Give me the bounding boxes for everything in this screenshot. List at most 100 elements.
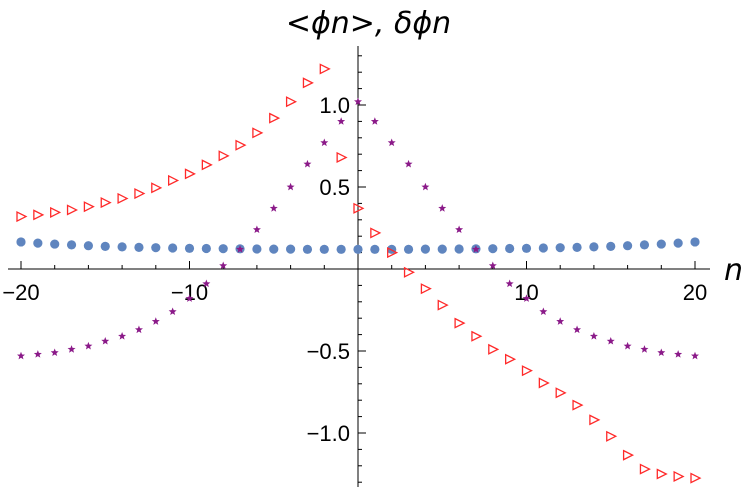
triangle-point (420, 283, 432, 295)
y-tick-label: 0.5 (319, 175, 350, 200)
circle-point (690, 237, 700, 247)
star-point (50, 348, 59, 357)
star-point (488, 261, 497, 270)
star-point (269, 204, 278, 212)
triangle-point (353, 202, 365, 214)
star-point (589, 332, 598, 340)
star-point (539, 307, 548, 316)
triangle-point (639, 463, 651, 475)
triangle-point (370, 227, 382, 239)
triangle-point (100, 197, 112, 209)
circle-point (639, 240, 650, 250)
star-point (556, 317, 565, 325)
star-point (185, 294, 194, 302)
triangle-point (336, 151, 348, 164)
circle-point (83, 241, 93, 251)
circle-point (117, 242, 127, 252)
triangle-point (235, 139, 247, 151)
triangle-point (117, 192, 129, 205)
circle-point (403, 244, 414, 254)
circle-point (673, 238, 683, 248)
triangle-point (673, 470, 685, 483)
triangle-point (471, 330, 483, 342)
circle-point (100, 241, 110, 251)
star-point (404, 159, 413, 168)
star-point (286, 182, 295, 191)
star-point (219, 261, 228, 270)
circle-point (134, 242, 144, 252)
triangle-point (83, 201, 95, 213)
triangle-point (50, 206, 62, 218)
star-point (657, 348, 666, 357)
star-point (471, 245, 480, 253)
circle-point (555, 243, 565, 253)
circle-point (33, 238, 43, 248)
triangle-point (622, 449, 635, 461)
circle-point (656, 239, 666, 249)
circle-point (168, 243, 178, 253)
triangle-point (437, 299, 449, 311)
circle-point (437, 244, 447, 254)
x-tick-label: 10 (514, 280, 538, 305)
triangle-point (201, 159, 213, 171)
star-point (151, 317, 160, 325)
star-point (421, 182, 430, 191)
data-marks (16, 63, 702, 484)
circle-point (454, 244, 464, 254)
triangle-point (302, 77, 314, 89)
circle-point (353, 244, 363, 254)
triangle-point (33, 209, 45, 221)
star-point (455, 225, 464, 234)
circle-point (286, 244, 296, 254)
star-point (354, 97, 362, 106)
circle-point (606, 241, 616, 251)
triangle-point (134, 188, 146, 200)
star-point (252, 225, 261, 234)
star-point (320, 138, 329, 147)
x-axis-label: n (724, 253, 744, 288)
triangle-point (66, 204, 79, 216)
star-point (168, 307, 177, 316)
circle-point (488, 244, 498, 254)
star-point (522, 294, 531, 302)
circle-point (538, 243, 548, 253)
triangle-point (387, 247, 399, 259)
star-point (623, 341, 632, 350)
circle-point (589, 242, 599, 252)
y-tick-label: 1.0 (319, 93, 350, 118)
circle-point (252, 244, 262, 254)
triangle-point (218, 150, 230, 162)
star-point (505, 279, 514, 288)
x-tick-label: −20 (2, 280, 39, 305)
star-point (573, 325, 582, 334)
star-point (303, 159, 312, 168)
star-point (17, 351, 25, 360)
triangle-point (319, 63, 331, 75)
star-point (337, 117, 346, 125)
circle-point (151, 243, 161, 253)
circle-point (572, 242, 582, 252)
triangle-point (488, 343, 500, 355)
circle-point (319, 244, 329, 254)
triangle-point (167, 174, 180, 186)
triangle-point (269, 112, 281, 124)
triangle-point (538, 377, 550, 389)
x-tick-label: −10 (171, 280, 208, 305)
star-point (387, 138, 396, 147)
triangle-point (285, 96, 298, 108)
star-point (118, 332, 127, 340)
star-point (84, 341, 93, 350)
triangle-point (504, 353, 517, 365)
circle-point (521, 243, 532, 253)
triangle-point (403, 266, 416, 278)
y-tick-label: −0.5 (307, 339, 350, 364)
star-point (640, 345, 649, 353)
star-point (691, 351, 699, 360)
triangle-point (606, 430, 618, 442)
triangle-point (555, 387, 567, 399)
star-point (606, 336, 615, 345)
star-point (438, 204, 447, 212)
circle-point (336, 244, 346, 254)
